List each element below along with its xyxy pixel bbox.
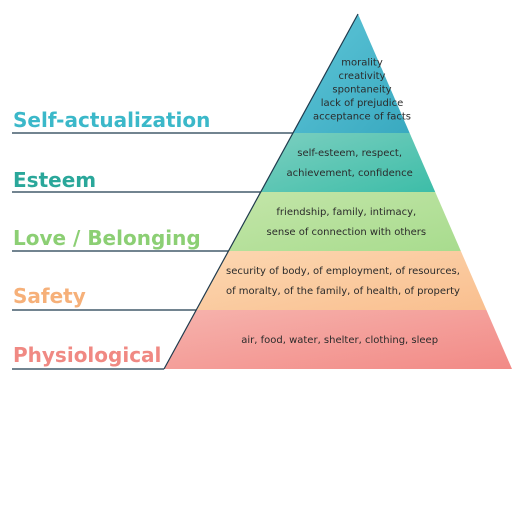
pyramid-tiers: morality creativity spontaneity lack of pre…: [164, 14, 512, 369]
tier-self-actualization-text: morality: [341, 58, 383, 69]
tier-physiological-text: air, food, water, shelter, clothing, sle…: [241, 335, 438, 346]
tier-love-belonging-text: sense of connection with others: [267, 227, 427, 238]
tier-self-actualization-text: creativity: [339, 71, 386, 82]
label-esteem: Esteem: [13, 168, 96, 192]
tier-love-belonging-text: friendship, family, intimacy,: [276, 207, 416, 218]
tier-esteem-text: self-esteem, respect,: [297, 148, 402, 159]
pyramid-left-edge: [163, 13, 359, 370]
label-safety: Safety: [13, 284, 86, 308]
label-self-actualization: Self-actualization: [13, 108, 210, 132]
label-physiological: Physiological: [13, 343, 161, 367]
tier-self-actualization: [292, 14, 410, 133]
tier-safety: [196, 251, 487, 310]
tier-safety-text: of moralty, of the family, of health, of…: [226, 286, 460, 297]
label-love-belonging: Love / Belonging: [13, 226, 201, 250]
tier-physiological: [164, 310, 512, 369]
tier-esteem-text: achievement, confidence: [287, 168, 413, 179]
tier-self-actualization-text: acceptance of facts: [313, 112, 411, 123]
level-divider-lines: [12, 13, 359, 370]
tier-self-actualization-text: lack of prejudice: [321, 98, 403, 109]
tier-love-belonging: [228, 192, 461, 251]
tier-safety-text: security of body, of employment, of reso…: [226, 266, 460, 277]
tier-self-actualization-text: spontaneity: [332, 85, 391, 96]
tier-esteem: [260, 133, 436, 192]
